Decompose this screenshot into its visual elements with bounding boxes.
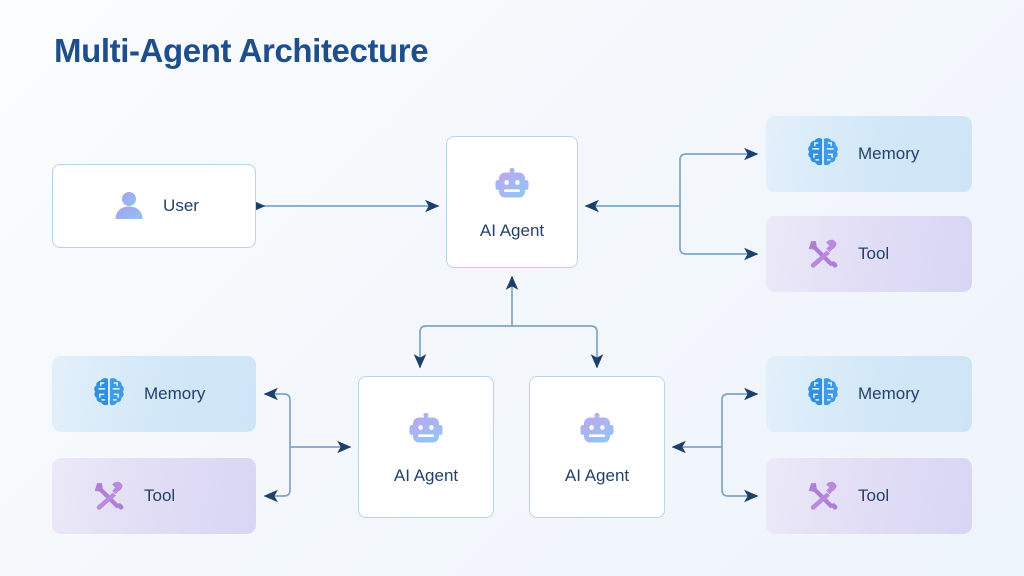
node-tool-right[interactable]: Tool — [766, 216, 972, 292]
node-user[interactable]: User — [52, 164, 256, 248]
node-agent-left[interactable]: AI Agent — [358, 376, 494, 518]
node-memory-right[interactable]: Memory — [766, 116, 972, 192]
robot-icon — [580, 413, 614, 443]
node-memory-left[interactable]: Memory — [52, 356, 256, 432]
brain-icon — [808, 138, 838, 166]
tools-icon — [94, 481, 124, 510]
node-tool-left[interactable]: Tool — [52, 458, 256, 534]
edge-agent-to-agent-right — [511, 325, 604, 369]
user-icon — [115, 192, 143, 219]
node-tool-left-label: Tool — [144, 486, 176, 505]
node-memory-right-label: Memory — [858, 144, 920, 163]
brain-icon — [94, 378, 124, 406]
edge-agent-to-agent-left — [413, 325, 513, 369]
node-tool-right-label: Tool — [858, 244, 890, 263]
edge-agent-tool-right — [679, 205, 759, 261]
node-agent-right[interactable]: AI Agent — [529, 376, 665, 518]
node-tool-bottom-right[interactable]: Tool — [766, 458, 972, 534]
robot-icon — [495, 168, 529, 198]
node-memory-bottom-right[interactable]: Memory — [766, 356, 972, 432]
page-title: Multi-Agent Architecture — [54, 32, 429, 69]
node-agent-main-label: AI Agent — [479, 221, 545, 240]
robot-icon — [409, 413, 443, 443]
brain-icon — [808, 378, 838, 406]
tools-icon — [808, 239, 838, 268]
node-agent-right-label: AI Agent — [564, 466, 630, 485]
node-agent-left-label: AI Agent — [393, 466, 459, 485]
node-memory-left-label: Memory — [144, 384, 206, 403]
edge-agentleft-memory — [263, 387, 291, 448]
node-memory-bottom-right-label: Memory — [858, 384, 920, 403]
edge-agentright-tool — [721, 446, 759, 503]
edge-agentright-memory — [721, 387, 759, 448]
node-tool-bottom-right-label: Tool — [858, 486, 890, 505]
node-agent-main[interactable]: AI Agent — [446, 136, 578, 268]
edge-agent-memory-right — [679, 147, 759, 207]
tools-icon — [808, 481, 838, 510]
edge-agentleft-tool — [263, 446, 291, 503]
node-user-label: User — [163, 196, 199, 215]
